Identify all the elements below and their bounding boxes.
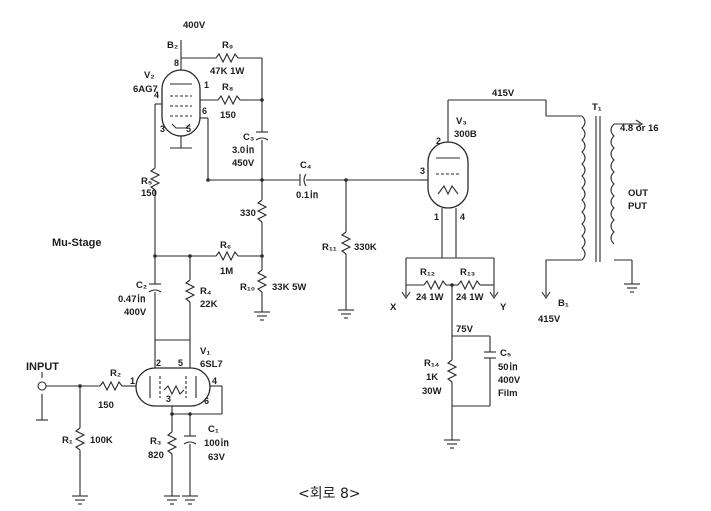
input-label: INPUT bbox=[26, 361, 59, 373]
t1-name-label: T₁ bbox=[592, 102, 602, 113]
v1-pin-2: 2 bbox=[156, 358, 161, 368]
v2-name-label: V₂ bbox=[144, 70, 155, 81]
v1-pin-4: 4 bbox=[212, 376, 217, 386]
b2-label: B₂ bbox=[167, 40, 178, 51]
r13-value-label: 24 1W bbox=[456, 292, 483, 303]
r6-value-label: 1M bbox=[220, 266, 233, 277]
r5-name-label: R₅ bbox=[141, 176, 152, 187]
r12-name-label: R₁₂ bbox=[420, 267, 435, 278]
c4-name-label: C₄ bbox=[300, 160, 312, 171]
r13-name-label: R₁₃ bbox=[460, 267, 475, 278]
c3-value2-label: 450V bbox=[232, 158, 255, 169]
r5-value-label: 150 bbox=[141, 188, 157, 199]
c2-name-label: C₂ bbox=[136, 280, 147, 291]
c5-value2-label: 400V bbox=[498, 375, 521, 386]
v1-name-label: V₁ bbox=[200, 346, 210, 357]
v2-type-label: 6AG7 bbox=[133, 84, 158, 95]
v1-pin-3: 3 bbox=[166, 394, 171, 404]
r11-name-label: R₁₁ bbox=[322, 242, 337, 253]
r9-value-label: 47K 1W bbox=[210, 66, 244, 77]
b1-voltage-label: 415V bbox=[538, 314, 561, 325]
v1-pin-1: 1 bbox=[130, 376, 135, 386]
v3-pin-1: 1 bbox=[434, 212, 439, 222]
c2-value2-label: 400V bbox=[124, 307, 147, 318]
c5-name-label: C₅ bbox=[500, 348, 511, 359]
r2-name-label: R₂ bbox=[110, 368, 121, 379]
v2-pin-3: 3 bbox=[160, 124, 165, 134]
x-terminal-label: X bbox=[390, 302, 397, 313]
r2-value-label: 150 bbox=[98, 400, 114, 411]
tube-v3 bbox=[427, 141, 469, 209]
r330-value-label: 330 bbox=[240, 208, 256, 219]
y-terminal-label: Y bbox=[500, 302, 507, 313]
v3-type-label: 300B bbox=[454, 129, 477, 140]
c2-value1-label: 0.47㏌ bbox=[118, 294, 146, 305]
figure-caption: <회로 8> bbox=[298, 486, 361, 502]
speaker-tap-label: 4.8 or 16 bbox=[620, 123, 659, 134]
r1-value-label: 100K bbox=[90, 435, 113, 446]
r11-value-label: 330K bbox=[354, 242, 377, 253]
v1-pin-6: 6 bbox=[204, 396, 209, 406]
tube-v2 bbox=[161, 69, 201, 137]
r12-value-label: 24 1W bbox=[416, 292, 443, 303]
v3-pin-2: 2 bbox=[436, 136, 441, 146]
v75-label: 75V bbox=[456, 324, 474, 335]
r8-name-label: R₈ bbox=[222, 82, 233, 93]
tube-v1 bbox=[135, 367, 211, 407]
r1-name-label: R₁ bbox=[62, 435, 73, 446]
r3-name-label: R₃ bbox=[150, 436, 161, 447]
r10-name-label: R₁₀ bbox=[240, 282, 255, 293]
c3-name-label: C₃ bbox=[243, 132, 254, 143]
r3-value-label: 820 bbox=[148, 450, 164, 461]
output-transformer-t1 bbox=[581, 115, 615, 262]
c3-value1-label: 3.0㏌ bbox=[232, 145, 255, 156]
mu-stage-label: Mu-Stage bbox=[52, 237, 102, 249]
v2-pin-4: 4 bbox=[154, 90, 159, 100]
b2-voltage-label: 400V bbox=[183, 20, 206, 31]
r4-name-label: R₄ bbox=[200, 286, 212, 297]
c1-value2-label: 63V bbox=[208, 452, 226, 463]
v3-pin-3: 3 bbox=[420, 166, 425, 176]
v1-type-label: 6SL7 bbox=[200, 359, 223, 370]
v2-pin-5: 5 bbox=[186, 124, 191, 134]
v2-pin-1: 1 bbox=[204, 80, 209, 90]
b1-label: B₁ bbox=[558, 298, 569, 309]
out-put-line2-label: PUT bbox=[628, 201, 647, 212]
v1-pin-5: 5 bbox=[178, 358, 183, 368]
r6-name-label: R₆ bbox=[220, 240, 231, 251]
r14-name-label: R₁₄ bbox=[424, 358, 440, 369]
v3-pin-4: 4 bbox=[460, 212, 465, 222]
v3-name-label: V₃ bbox=[456, 116, 467, 127]
r14-value1-label: 1K bbox=[426, 372, 438, 383]
r8-value-label: 150 bbox=[220, 110, 236, 121]
r10-value-label: 33K 5W bbox=[272, 282, 306, 293]
b1-voltage-top-label: 415V bbox=[492, 88, 515, 99]
v2-pin-6: 6 bbox=[202, 106, 207, 116]
c5-value1-label: 50㏌ bbox=[498, 362, 518, 373]
v2-pin-8: 8 bbox=[174, 58, 179, 68]
c5-value3-label: Film bbox=[498, 388, 518, 399]
r4-value-label: 22K bbox=[200, 299, 218, 310]
out-put-line1-label: OUT bbox=[628, 188, 648, 199]
r9-name-label: R₉ bbox=[222, 40, 233, 51]
c1-value1-label: 100㏌ bbox=[204, 438, 229, 449]
r14-value2-label: 30W bbox=[422, 386, 442, 397]
c1-name-label: C₁ bbox=[208, 424, 219, 435]
c4-value-label: 0.1㏌ bbox=[296, 190, 319, 201]
